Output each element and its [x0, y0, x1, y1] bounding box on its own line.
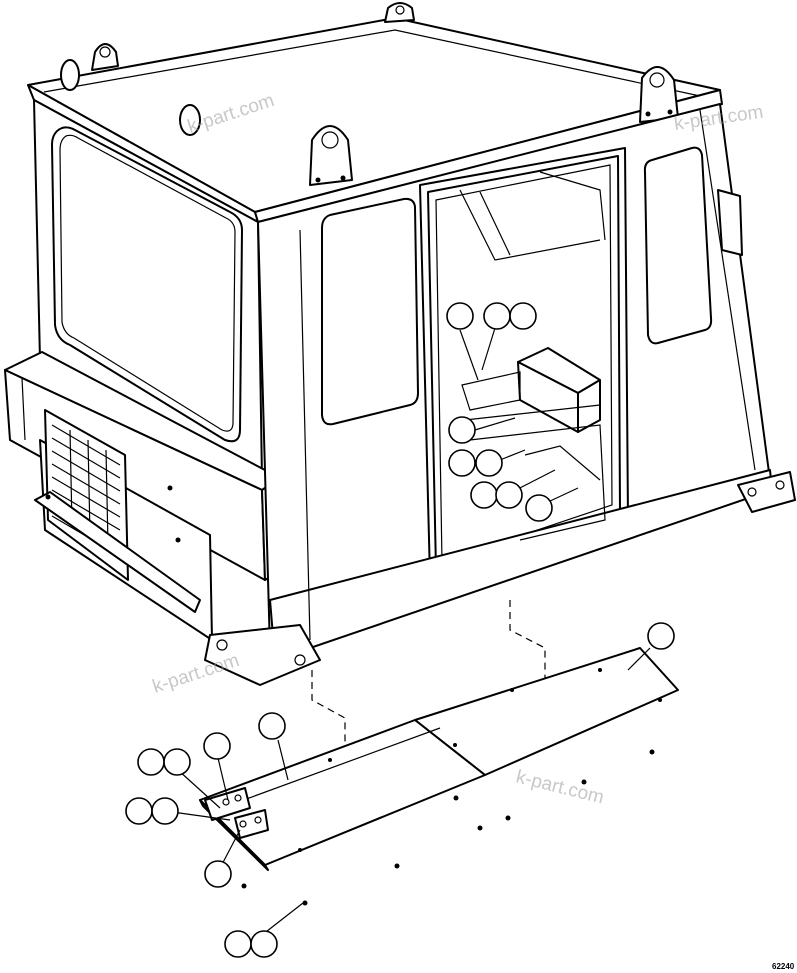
callout-circle: [495, 481, 523, 509]
callout-circle: [509, 302, 537, 330]
figure-number: 62240: [772, 962, 795, 971]
watermark: k-part.com: [514, 766, 606, 808]
callout-circle: [258, 712, 286, 740]
left-lower-housing: [34, 409, 213, 641]
callout-circles: [125, 302, 675, 958]
callout-circle: [448, 416, 476, 444]
lifting-lug: [91, 43, 119, 71]
callout-circle: [647, 622, 675, 650]
lifting-lug: [639, 66, 679, 123]
callout-circle: [525, 494, 553, 522]
callout-circle: [483, 302, 511, 330]
callout-circle: [204, 860, 232, 888]
lifting-lug: [309, 125, 353, 186]
callout-circle: [448, 449, 476, 477]
cab-interior: [459, 171, 606, 541]
roof-lamp: [60, 59, 201, 136]
callout-circle: [446, 302, 474, 330]
callout-circle: [250, 930, 278, 958]
callout-circle: [224, 930, 252, 958]
fastener-bolts: [241, 668, 662, 906]
mounting-pad: [737, 471, 796, 513]
mounting-pad: [204, 624, 321, 686]
floor-plate-assembly: [199, 647, 679, 871]
callout-circle: [475, 449, 503, 477]
callout-circle: [470, 481, 498, 509]
callout-circle: [125, 797, 153, 825]
bracket-plate: [204, 787, 251, 821]
callout-circle: [137, 748, 165, 776]
callout-circle: [203, 732, 231, 760]
watermark: k-part.com: [150, 650, 242, 698]
cab-roof: [27, 17, 723, 223]
vent-grille: [51, 424, 121, 557]
cab-front-wall: [257, 103, 773, 661]
callout-circle: [163, 748, 191, 776]
callout-circle: [151, 797, 179, 825]
leader-lines: [164, 327, 651, 936]
lifting-lug: [384, 2, 415, 23]
